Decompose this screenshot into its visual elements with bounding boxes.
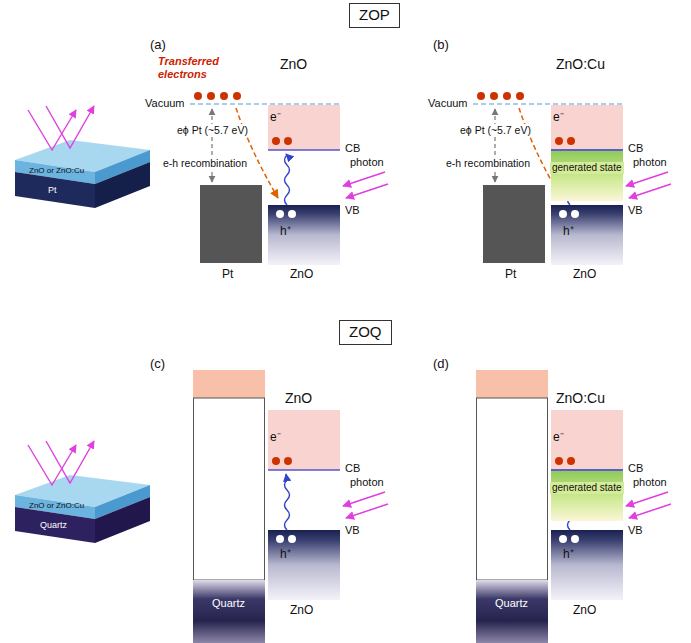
band-label: eϕ Pt (~5.7 eV) <box>175 124 250 136</box>
band-label: generated state <box>550 482 624 494</box>
node-text: Quartz <box>40 521 67 531</box>
band-label: ZnO <box>573 268 596 282</box>
band-label: h⁺ <box>280 225 291 239</box>
layer-label-box: Pt <box>48 186 57 196</box>
band-label: ZnO <box>280 56 307 72</box>
layer-label-box: Quartz <box>212 597 245 609</box>
band-label: CB <box>628 462 643 475</box>
zoq-band-c <box>193 370 388 643</box>
layer-label-box: ZnO or ZnO:Cu <box>29 167 84 176</box>
band-label: e⁻ <box>553 111 564 125</box>
band-label: VB <box>345 204 360 217</box>
band-label: e⁻ <box>553 431 564 445</box>
band-label: (a) <box>150 38 166 53</box>
band-label: photon <box>633 156 667 169</box>
band-label: ZnO:Cu <box>556 56 605 72</box>
band-label: e-h recombination <box>444 157 532 169</box>
band-label: VB <box>345 524 360 537</box>
node-text: Quartz <box>212 597 245 609</box>
layer-label-box: ZnO or ZnO:Cu <box>29 502 84 511</box>
band-label: (c) <box>150 357 165 372</box>
band-label: ZnO <box>290 268 313 282</box>
band-label: (d) <box>433 357 449 372</box>
band-label: CB <box>345 462 360 475</box>
zop-band-b <box>473 92 671 265</box>
title-box: ZOP <box>349 3 400 28</box>
band-label: CB <box>628 142 643 155</box>
band-label: VB <box>628 524 643 537</box>
node-text: ZOP <box>359 7 390 24</box>
band-label: ZnO <box>573 604 596 618</box>
band-label: Vacuum <box>145 97 185 110</box>
band-label: photon <box>350 156 384 169</box>
node-text: Pt <box>48 186 57 196</box>
band-label: Pt <box>505 268 516 282</box>
layer-label-box: Quartz <box>495 597 528 609</box>
node-text: ZnO or ZnO:Cu <box>29 502 84 511</box>
band-label: VB <box>628 204 643 217</box>
zop-band-a <box>190 92 388 265</box>
band-label: photon <box>633 476 667 489</box>
band-label: h⁺ <box>280 548 291 562</box>
generated-state-band <box>551 471 623 521</box>
band-label: eϕ Pt (~5.7 eV) <box>458 124 533 136</box>
band-label: e⁻ <box>270 111 281 125</box>
band-label: photon <box>350 476 384 489</box>
generated-state-band <box>551 151 623 201</box>
title-box: ZOQ <box>339 320 392 345</box>
band-label: CB <box>345 142 360 155</box>
band-label: e⁻ <box>270 431 281 445</box>
node-text: ZOQ <box>349 324 382 341</box>
band-label: e-h recombination <box>161 157 249 169</box>
zoq-band-d <box>476 370 671 643</box>
band-label: Transferred electrons <box>158 55 238 80</box>
band-label: ZnO <box>285 390 312 406</box>
band-label: h⁺ <box>563 548 574 562</box>
band-label: generated state <box>550 162 624 174</box>
node-text: Quartz <box>495 597 528 609</box>
band-label: Pt <box>222 268 233 282</box>
band-label: Vacuum <box>428 97 468 110</box>
node-text: ZnO or ZnO:Cu <box>29 167 84 176</box>
band-label: (b) <box>433 38 449 53</box>
band-label: ZnO <box>290 604 313 618</box>
band-label: ZnO:Cu <box>556 390 605 406</box>
band-label: h⁺ <box>563 225 574 239</box>
layer-label-box: Quartz <box>40 521 67 531</box>
